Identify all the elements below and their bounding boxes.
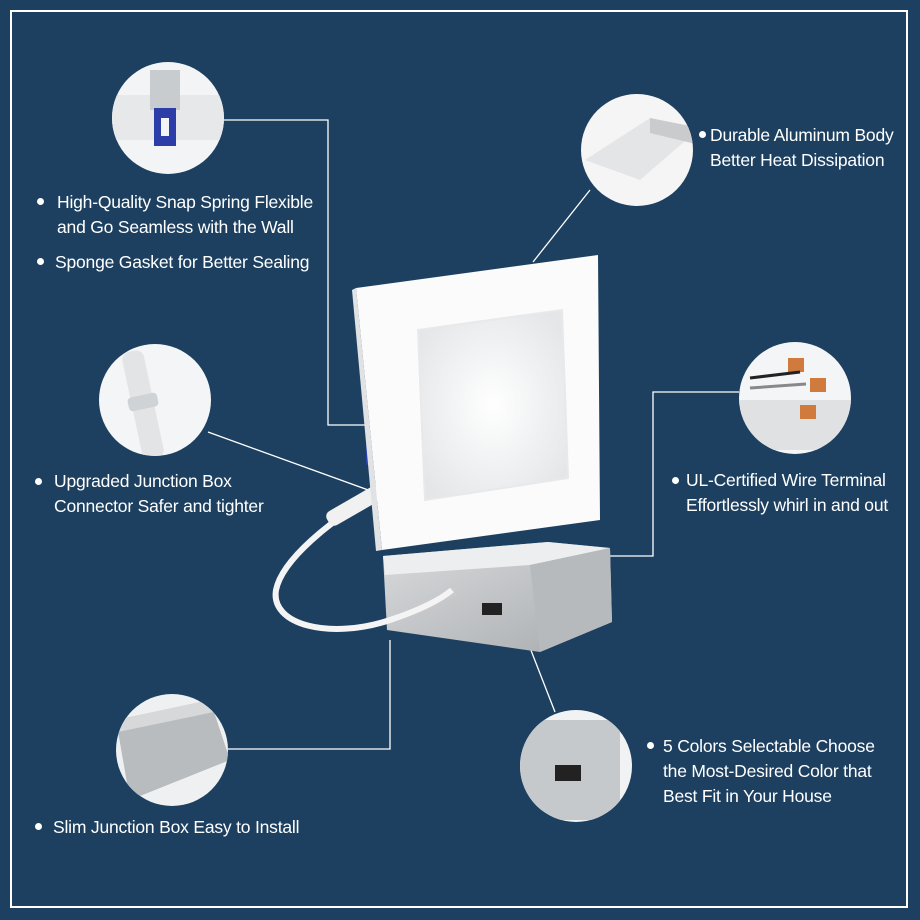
connector-photo [99,344,211,456]
bullet-icon [699,131,706,138]
bullet-icon [672,477,679,484]
border-frame [10,10,908,908]
feature-line: Connector Safer and tighter [54,496,264,516]
feature-line: Slim Junction Box Easy to Install [53,817,300,837]
feature-line: Better Heat Dissipation [710,150,885,170]
cable [272,489,454,632]
bullet-icon [35,478,42,485]
connector [326,486,382,526]
bullet-icon [37,258,44,265]
feature-wire-terminal: UL-Certified Wire Terminal Effortlessly … [686,468,888,518]
feature-line: Effortlessly whirl in and out [686,495,889,515]
feature-color-select: 5 Colors Selectable Choose the Most-Desi… [663,734,875,809]
panel-light [352,255,600,551]
feature-line: High-Quality Snap Spring Flexible [57,192,314,212]
aluminum-frame-photo [581,94,693,206]
wire-terminal-photo [739,342,851,454]
feature-line: the Most-Desired Color that [663,761,872,781]
feature-line: Durable Aluminum Body [710,125,894,145]
feature-line: Sponge Gasket for Better Sealing [55,252,310,272]
color-switch-photo [520,710,632,822]
feature-sponge-gasket: Sponge Gasket for Better Sealing [55,250,310,275]
bullet-icon [647,742,654,749]
feature-line: 5 Colors Selectable Choose [663,736,875,756]
feature-slim-box: Slim Junction Box Easy to Install [53,815,299,840]
feature-line: UL-Certified Wire Terminal [686,470,886,490]
junction-box [383,542,612,652]
feature-line: Best Fit in Your House [663,786,832,806]
feature-snap-spring: High-Quality Snap Spring Flexible and Go… [57,190,313,240]
junction-box-photo [116,694,228,806]
bullet-icon [35,823,42,830]
feature-line: Upgraded Junction Box [54,471,232,491]
snap-spring-photo [112,62,224,174]
feature-aluminum-body: Durable Aluminum Body Better Heat Dissip… [710,123,894,173]
callout-lines [207,119,739,750]
feature-line: and Go Seamless with the Wall [57,217,294,237]
feature-junction-connector: Upgraded Junction Box Connector Safer an… [54,469,264,519]
bullet-icon [37,198,44,205]
